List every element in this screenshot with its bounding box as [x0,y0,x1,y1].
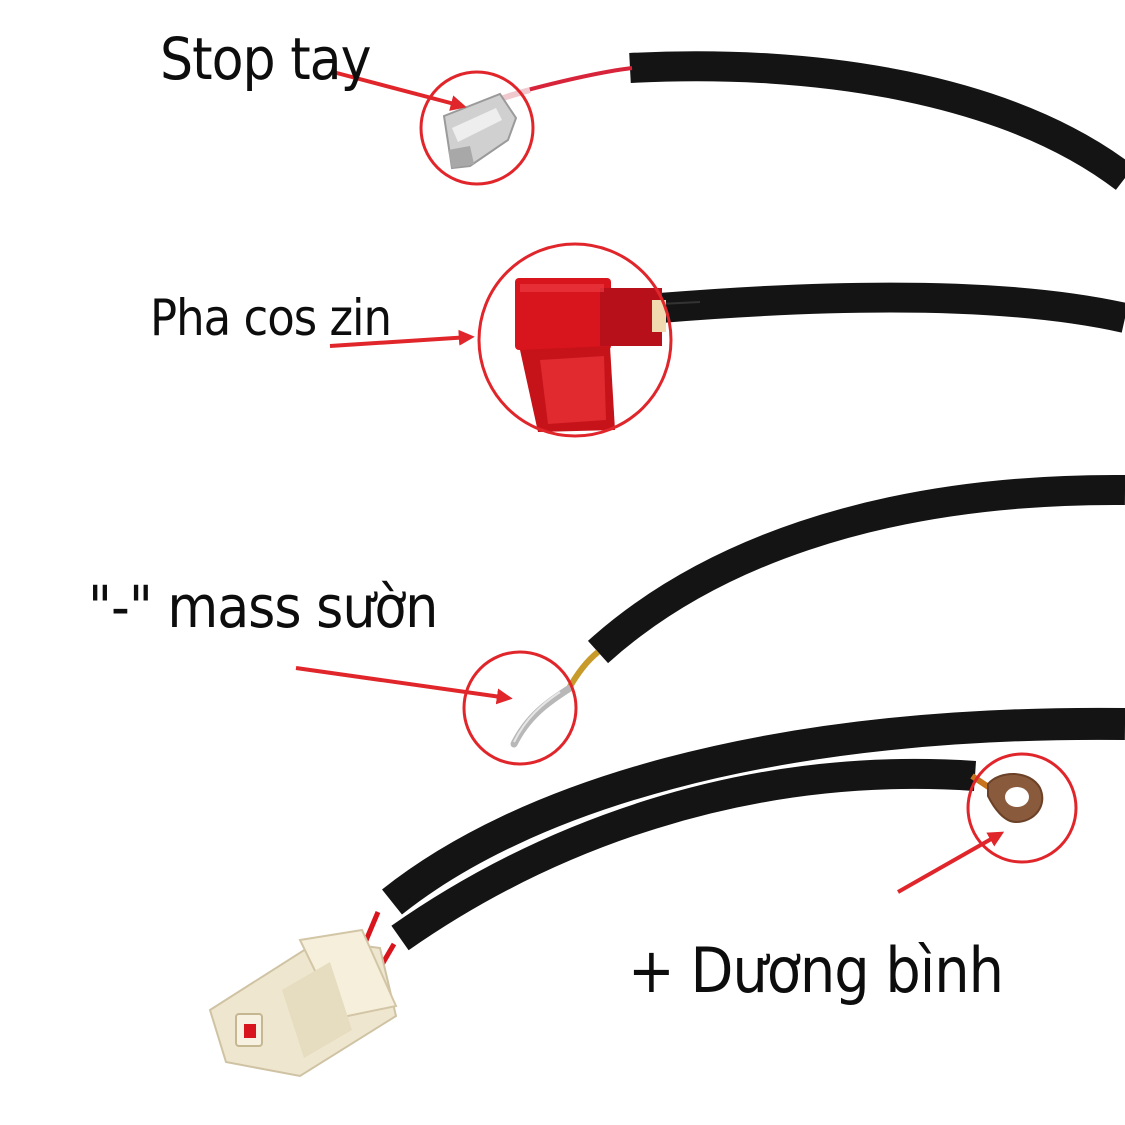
cable-pha-cos [658,282,1125,333]
label-pha-cos-zin: Pha cos zin [150,289,392,347]
red-connector-pha-cos [515,278,666,432]
red-arrow-mass [295,666,513,705]
spade-terminal [442,92,518,170]
label-mass-suon: "-" mass sườn [88,573,438,641]
label-stop-tay: Stop tay [160,25,371,93]
red-arrow-stop [332,70,467,111]
highlight-circle-mass [462,650,578,766]
highlight-circle-pha [477,242,673,438]
label-duong-binh: + Dương bình [628,934,1004,1007]
cream-plug-connector [208,928,398,1078]
red-arrow-duong [897,831,1005,894]
cable-stop-tay [468,51,1125,190]
cable-mass-suon [565,474,1125,692]
cable-duong-binh [359,707,1125,970]
bare-wire-terminal [510,684,574,748]
ring-terminal [987,772,1044,824]
red-arrow-pha [329,329,475,348]
highlight-circle-duong [966,752,1078,864]
highlight-circle-stop [419,70,535,186]
